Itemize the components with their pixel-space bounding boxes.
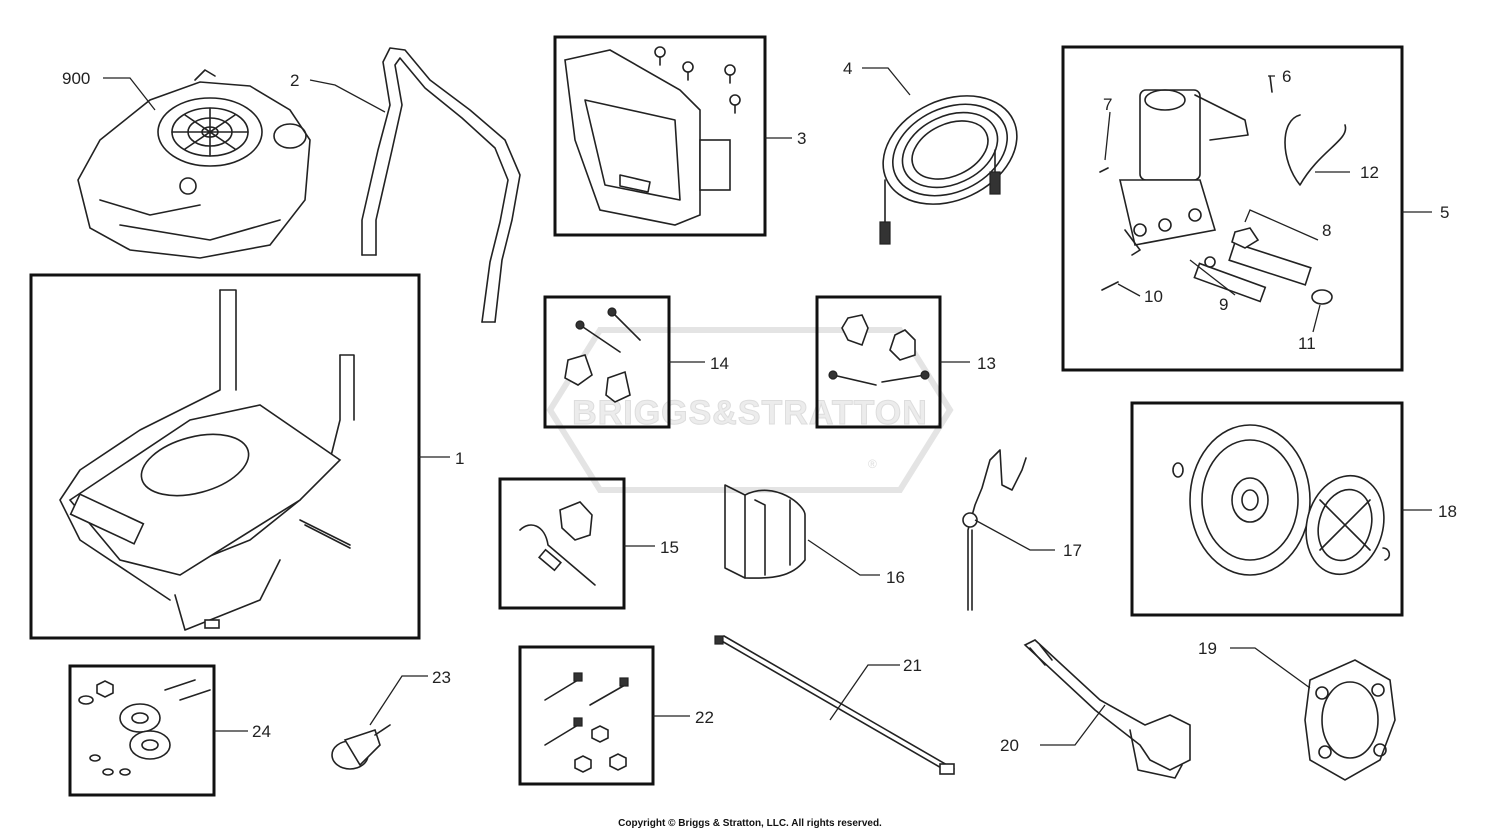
callout-14: 14: [710, 354, 729, 373]
callout-21: 21: [903, 656, 922, 675]
reel-bracket-illustration: [1304, 659, 1396, 781]
callout-10: 10: [1144, 287, 1163, 306]
bolt-kit-22-illustration: [544, 672, 629, 773]
nozzle-illustration: [331, 724, 391, 770]
handle-illustration: [361, 47, 521, 323]
callout-4: 4: [843, 59, 852, 78]
callout-12: 12: [1360, 163, 1379, 182]
engine-illustration: [77, 69, 311, 259]
pin-kit-15-illustration: [519, 501, 596, 586]
callout-22: 22: [695, 708, 714, 727]
frame-part-5: [1061, 45, 1404, 372]
callout-15: 15: [660, 538, 679, 557]
pump-illustration: [1099, 75, 1347, 305]
lance-illustration: [714, 635, 955, 775]
tube-illustration: [962, 449, 1027, 611]
callout-11: 11: [1298, 334, 1316, 353]
frame-illustration: [59, 289, 355, 631]
callout-20: 20: [1000, 736, 1019, 755]
knob-kit-13-illustration: [828, 314, 930, 386]
callout-24: 24: [252, 722, 271, 741]
callout-18: 18: [1438, 502, 1457, 521]
holder-illustration: [724, 484, 806, 579]
hose-illustration: [879, 95, 1018, 245]
watermark-text: BRIGGS&STRATTON: [572, 394, 928, 432]
callout-17: 17: [1063, 541, 1082, 560]
wheel-hardware-kit-24-illustration: [78, 679, 211, 776]
callout-1: 1: [455, 449, 464, 468]
callout-9: 9: [1219, 295, 1228, 314]
spray-gun-illustration: [1023, 639, 1191, 779]
callout-16: 16: [886, 568, 905, 587]
frame-part-18: [1130, 401, 1404, 617]
callout-900: 900: [62, 69, 90, 88]
frame-part-3: [553, 35, 767, 237]
brand-watermark: BRIGGS&STRATTON ®: [546, 327, 954, 493]
wheel-illustration: [1172, 424, 1391, 576]
watermark-registered: ®: [868, 457, 877, 471]
callout-19: 19: [1198, 639, 1217, 658]
frame-part-15: [498, 477, 626, 610]
callout-2: 2: [290, 71, 299, 90]
callout-13: 13: [977, 354, 996, 373]
leader-lines: [103, 67, 1432, 746]
callout-23: 23: [432, 668, 451, 687]
callout-3: 3: [797, 129, 806, 148]
control-panel-illustration: [564, 46, 741, 226]
copyright-notice: Copyright © Briggs & Stratton, LLC. All …: [618, 818, 882, 829]
callout-7: 7: [1103, 95, 1112, 114]
callout-5: 5: [1440, 203, 1449, 222]
callout-8: 8: [1322, 221, 1331, 240]
callout-6: 6: [1282, 67, 1291, 86]
fastener-kit-14-illustration: [564, 307, 641, 403]
